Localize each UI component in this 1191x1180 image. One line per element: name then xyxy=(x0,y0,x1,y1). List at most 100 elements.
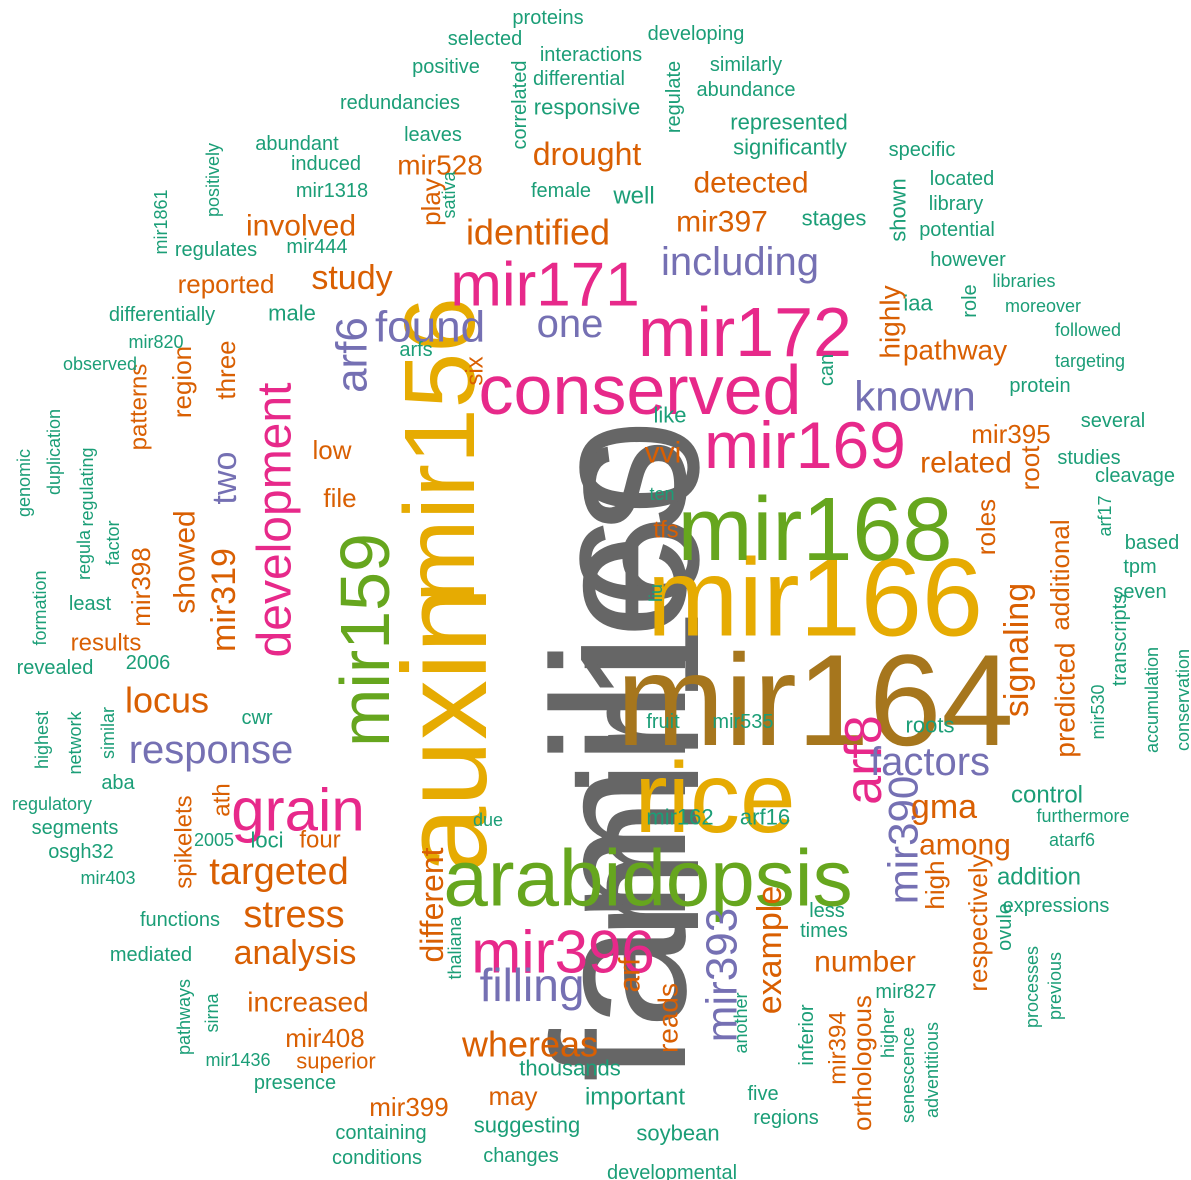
word-cleavage: cleavage xyxy=(1095,465,1175,487)
word-roles: roles xyxy=(971,499,1001,555)
word-locus: locus xyxy=(125,680,209,721)
word-increased: increased xyxy=(247,987,368,1018)
word-ovule: ovule xyxy=(994,903,1016,951)
word-roots: roots xyxy=(906,713,955,738)
word-analysis: analysis xyxy=(234,934,357,972)
word-arfs: arfs xyxy=(399,339,432,361)
word-study: study xyxy=(311,259,392,297)
word-arf8: arf8 xyxy=(835,715,893,805)
word-responsive: responsive xyxy=(534,95,640,120)
word-whereas: whereas xyxy=(461,1024,598,1065)
word-identified: identified xyxy=(466,212,610,253)
word-differential: differential xyxy=(533,68,625,90)
word-mir528: mir528 xyxy=(397,150,483,181)
word-2006: 2006 xyxy=(126,652,171,674)
word-arf: arf xyxy=(614,957,647,993)
word-fruit: fruit xyxy=(646,711,680,733)
word-higher: higher xyxy=(878,1008,898,1058)
word-related: related xyxy=(920,447,1012,480)
word-three: three xyxy=(211,340,241,399)
word-redundancies: redundancies xyxy=(340,92,460,114)
word-arf16: arf16 xyxy=(740,805,790,830)
word-inferior: inferior xyxy=(796,1004,818,1065)
word-mir390: mir390 xyxy=(880,776,927,904)
word-changes: changes xyxy=(483,1145,559,1167)
word-followed: followed xyxy=(1055,320,1121,340)
word-arabidopsis: arabidopsis xyxy=(443,834,852,923)
word-rice: rice xyxy=(634,742,795,854)
word-specific: specific xyxy=(889,139,956,161)
word-conditions: conditions xyxy=(332,1147,422,1169)
word-female: female xyxy=(531,180,591,202)
word-addition: addition xyxy=(997,864,1081,891)
word-targeted: targeted xyxy=(209,851,348,893)
word-mir168: mir168 xyxy=(677,480,952,580)
word-predicted: predicted xyxy=(1050,642,1081,757)
word-presence: presence xyxy=(254,1072,336,1094)
word-well: well xyxy=(612,183,654,210)
word-mir1318: mir1318 xyxy=(296,180,368,202)
word-auxin: auxin xyxy=(378,587,512,874)
word-vvi: vvi xyxy=(645,437,682,470)
word-induced: induced xyxy=(291,153,361,175)
word-processes: processes xyxy=(1022,946,1042,1028)
word-mir403: mir403 xyxy=(80,868,135,888)
word-involved: involved xyxy=(246,210,356,243)
word-among: among xyxy=(919,829,1011,862)
word-sirna: sirna xyxy=(202,993,222,1033)
word-soybean: soybean xyxy=(636,1121,719,1146)
word-six: six xyxy=(462,356,489,385)
word-osgh32: osgh32 xyxy=(48,841,114,863)
word-highly: highly xyxy=(875,285,906,358)
word-loci: loci xyxy=(250,828,283,853)
word-mir820: mir820 xyxy=(128,332,183,352)
word-thousands: thousands xyxy=(519,1056,621,1081)
word-superior: superior xyxy=(296,1049,375,1074)
word-mir444: mir444 xyxy=(286,236,347,258)
word-arf6: arf6 xyxy=(328,317,377,393)
word-network: network xyxy=(65,710,85,774)
word-may: may xyxy=(488,1081,537,1111)
word-file: file xyxy=(323,483,356,513)
word-based: based xyxy=(1125,532,1180,554)
word-mediated: mediated xyxy=(110,944,192,966)
word-regulatory: regulatory xyxy=(12,794,92,814)
word-previous: previous xyxy=(1045,952,1065,1020)
word-mir166: mir166 xyxy=(647,537,983,660)
word-observed: observed xyxy=(63,354,137,374)
word-similar: similar xyxy=(98,707,118,759)
word-tfs: tfs xyxy=(653,517,678,544)
word-mir395: mir395 xyxy=(971,419,1050,449)
word-mir169: mir169 xyxy=(704,408,906,482)
word-mir399: mir399 xyxy=(369,1092,448,1122)
word-pathway: pathway xyxy=(903,335,1007,366)
word-positively: positively xyxy=(203,143,223,217)
word-less: less xyxy=(809,900,845,922)
word-number: number xyxy=(814,946,916,979)
word-developing: developing xyxy=(648,23,745,45)
word-expressions: expressions xyxy=(1003,895,1110,917)
word-important: important xyxy=(585,1084,685,1111)
word-regulate: regulate xyxy=(663,61,685,133)
word-patterns: patterns xyxy=(126,364,153,451)
word-development: development xyxy=(249,383,302,658)
word-mir156: mir156 xyxy=(384,297,496,603)
word-another: another xyxy=(731,992,751,1053)
word-selected: selected xyxy=(448,28,523,50)
word-drought: drought xyxy=(533,136,642,172)
word-formation: formation xyxy=(30,570,50,645)
word-abundant: abundant xyxy=(255,133,339,155)
word-least: least xyxy=(69,593,112,615)
word-shown: shown xyxy=(886,178,911,242)
word-role: role xyxy=(959,284,981,317)
word-one: one xyxy=(537,302,604,346)
word-libraries: libraries xyxy=(992,271,1055,291)
word-seven: seven xyxy=(1113,581,1166,603)
word-found: found xyxy=(375,303,485,352)
word-different: different xyxy=(414,847,450,962)
word-moreover: moreover xyxy=(1005,296,1081,316)
word-high: high xyxy=(920,860,950,909)
word-atarf6: atarf6 xyxy=(1049,830,1095,850)
word-regula: regula xyxy=(74,529,94,580)
